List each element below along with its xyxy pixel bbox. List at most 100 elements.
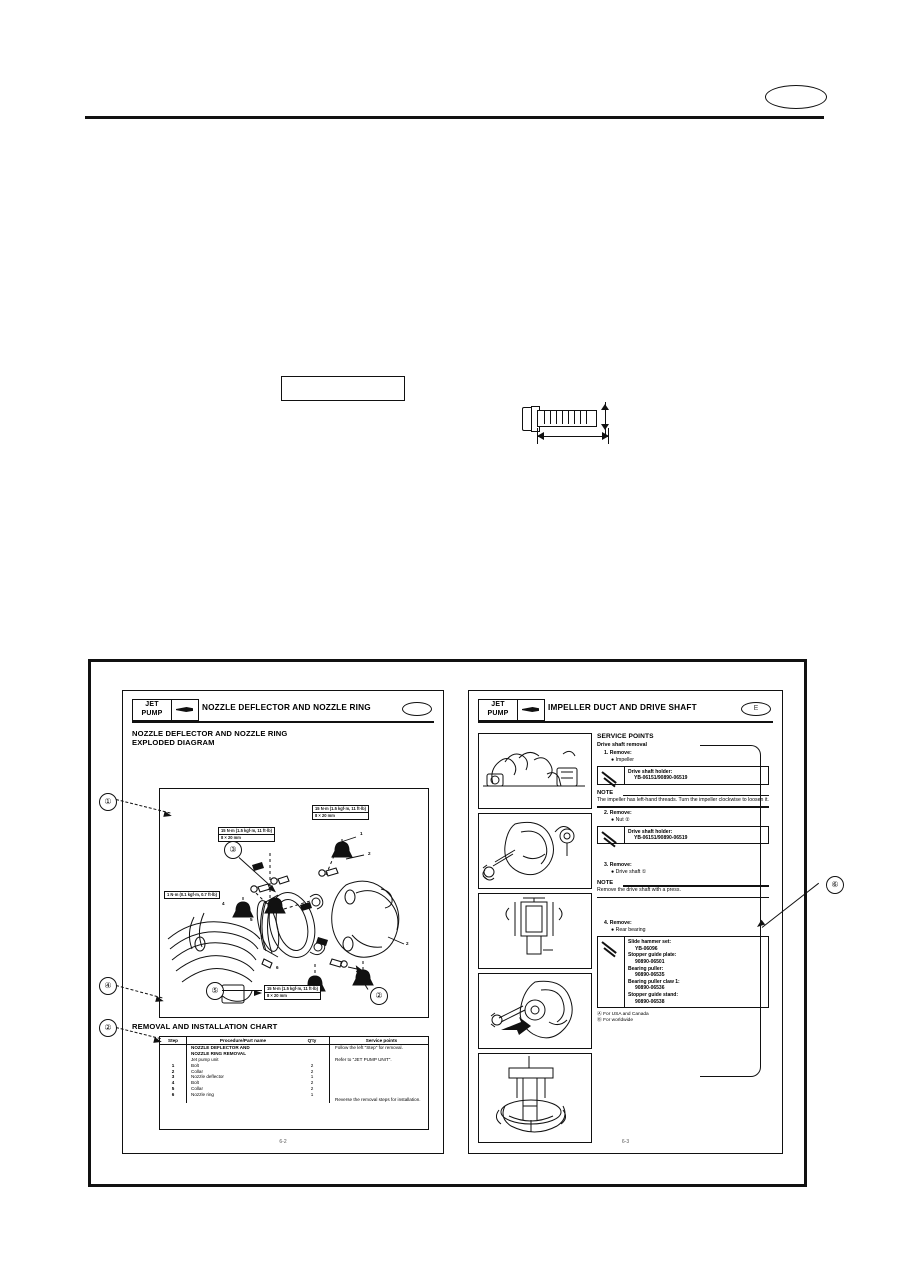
section-title-line-2: EXPLODED DIAGRAM	[132, 738, 215, 748]
tool-4-name: Bearing puller claw 1:	[628, 978, 680, 985]
figure-box-1	[478, 733, 592, 809]
table-row: 6 Nozzle ring 1	[160, 1091, 428, 1098]
dimension-arrow-up-icon	[601, 404, 609, 410]
step-3-label: 3. Remove:	[604, 862, 632, 869]
page-code-badge: E	[741, 702, 771, 716]
table-row: NOZZLE RING REMOVAL	[160, 1050, 428, 1057]
bolt-thread-icon	[550, 411, 552, 424]
part-number: 2	[368, 851, 371, 856]
logo-line-2: PUMP	[141, 710, 163, 717]
tool-callout-4: Slide hammer set: YB-06096 Stopper guide…	[597, 936, 769, 1009]
col-service: Service points	[329, 1037, 428, 1045]
note-1-label: NOTE	[597, 790, 769, 797]
figure-box-2	[478, 813, 592, 889]
part-number: 5	[250, 917, 253, 922]
chart-heading: REMOVAL AND INSTALLATION CHART	[132, 1022, 278, 1031]
table-row: NOZZLE DEFLECTOR AND Follow the left "St…	[160, 1044, 428, 1057]
special-tool-icon	[598, 826, 625, 844]
tool-4-name: Stopper guide stand:	[628, 991, 678, 998]
table-row: Jet pump unit Refer to "JET PUMP UNIT".	[160, 1056, 428, 1063]
diagram-callout-5: ⑤	[206, 982, 224, 1000]
header-ellipse-marker	[765, 85, 827, 109]
figure-box-5	[478, 1053, 592, 1143]
row-part: Collar	[191, 1068, 203, 1074]
tool-1-number: YB-06151/90890-06519	[634, 775, 688, 782]
diameter-dimension-line	[605, 402, 607, 436]
page-header-right: JET PUMP IMPELLER DUCT AND DRIVE SHAFT E	[478, 699, 773, 721]
exploded-diagram-artwork	[167, 836, 405, 1004]
note-1-divider	[597, 806, 769, 808]
chart-subheader: Jet pump unit	[191, 1056, 219, 1062]
step-4-bullet: ● Rear bearing	[611, 927, 646, 934]
tool-4-list: Slide hammer set: YB-06096 Stopper guide…	[625, 937, 683, 1007]
figure-box-4	[478, 973, 592, 1049]
manual-page-left: JET PUMP NOZZLE DEFLECTOR AND NOZZLE RIN…	[122, 690, 444, 1154]
service-note-2: Refer to "JET PUMP UNIT".	[329, 1056, 428, 1063]
footnote-worldwide: Ⓑ For worldwide	[597, 1018, 633, 1024]
figure-4-artwork	[490, 980, 573, 1039]
torque-size: 8 × 20 mm	[219, 834, 274, 841]
torque-value: 1 N·m (0.1 kgf·m, 0.7 ft·lb)	[167, 892, 218, 897]
bolt-thread-icon	[586, 411, 588, 424]
logo-line-1: JET	[145, 701, 159, 708]
bolt-shank-icon	[537, 410, 597, 427]
diagram-callout-3: ③	[224, 841, 242, 859]
step-1-bullet: ● Impeller	[611, 757, 635, 763]
col-step: Step	[160, 1037, 187, 1045]
chart-title-1: NOZZLE DEFLECTOR AND	[191, 1045, 250, 1051]
jet-pump-icon	[171, 699, 199, 721]
section-title-line-1: NOZZLE DEFLECTOR AND NOZZLE RING	[132, 729, 288, 738]
special-tool-icon	[598, 767, 625, 784]
row-step: 2	[160, 1068, 187, 1074]
logo-line-1: JET	[491, 701, 505, 708]
header-divider	[132, 721, 434, 723]
bolt-thread-icon	[580, 411, 582, 424]
table-header-row: Step Procedure/Part name Q'ty Service po…	[160, 1037, 428, 1045]
bolt-thread-icon	[562, 411, 564, 424]
note-2-divider	[597, 897, 769, 899]
tool-2-text: Drive shaft holder: YB-06151/90890-06519	[625, 827, 690, 844]
annotation-callout-4: ④	[99, 977, 117, 995]
torque-value: 15 N·m (1.5 kgf·m, 11 ft·lb)	[267, 986, 318, 991]
torque-label: 15 N·m (1.5 kgf·m, 11 ft·lb) 8 × 20 mm	[312, 805, 369, 820]
table-row: 4 Bolt 2	[160, 1079, 428, 1086]
torque-size: 8 × 20 mm	[313, 812, 368, 819]
length-dimension-line	[537, 436, 609, 438]
footnote-usa-canada: Ⓐ For USA and Canada	[597, 1012, 649, 1018]
bolt-thread-icon	[556, 411, 558, 424]
removal-installation-chart: Step Procedure/Part name Q'ty Service po…	[159, 1036, 429, 1130]
annotation-callout-2: ②	[99, 1019, 117, 1037]
row-qty: 2	[310, 1085, 314, 1091]
row-qty: 2	[310, 1062, 314, 1068]
note-2-label: NOTE	[597, 880, 769, 887]
figure-box-3	[478, 893, 592, 969]
page-header-left: JET PUMP NOZZLE DEFLECTOR AND NOZZLE RIN…	[132, 699, 434, 721]
callout-leader	[222, 990, 262, 991]
tool-2-number: YB-06151/90890-06519	[634, 835, 688, 841]
torque-value: 15 N·m (1.5 kgf·m, 11 ft·lb)	[315, 806, 366, 811]
row-step: 6	[160, 1091, 187, 1098]
logo-line-2: PUMP	[487, 710, 509, 717]
row-qty: 1	[310, 1091, 314, 1097]
service-points-subheading: Drive shaft removal	[597, 742, 648, 748]
tool-4-number: 90890-06538	[635, 998, 665, 1005]
diagram-callout-2: ②	[370, 987, 388, 1005]
dimension-arrow-right-icon	[602, 432, 609, 440]
figure-2-artwork	[482, 821, 575, 881]
chart-footer-note: Reverse the removal steps for installati…	[329, 1097, 428, 1103]
tool-1-text: Drive shaft holder: YB-06151/90890-06519	[625, 767, 690, 784]
annotation-callout-1: ①	[99, 793, 117, 811]
tool-4-number: 90890-06536	[635, 985, 665, 992]
step-2-bullet: ● Nut ②	[611, 816, 630, 823]
table-row: Reverse the removal steps for installati…	[160, 1097, 428, 1103]
figure-1-artwork	[483, 750, 585, 787]
row-qty: 2	[310, 1068, 314, 1074]
row-step: 1	[160, 1062, 187, 1069]
page-title: IMPELLER DUCT AND DRIVE SHAFT	[548, 703, 697, 712]
tool-callout-1: Drive shaft holder: YB-06151/90890-06519	[597, 766, 769, 785]
row-step: 5	[160, 1085, 187, 1092]
row-qty: 2	[310, 1080, 314, 1086]
tool-4-number: 90890-06501	[635, 958, 665, 965]
chart-table: Step Procedure/Part name Q'ty Service po…	[160, 1037, 428, 1103]
figure-3-artwork	[505, 897, 563, 955]
